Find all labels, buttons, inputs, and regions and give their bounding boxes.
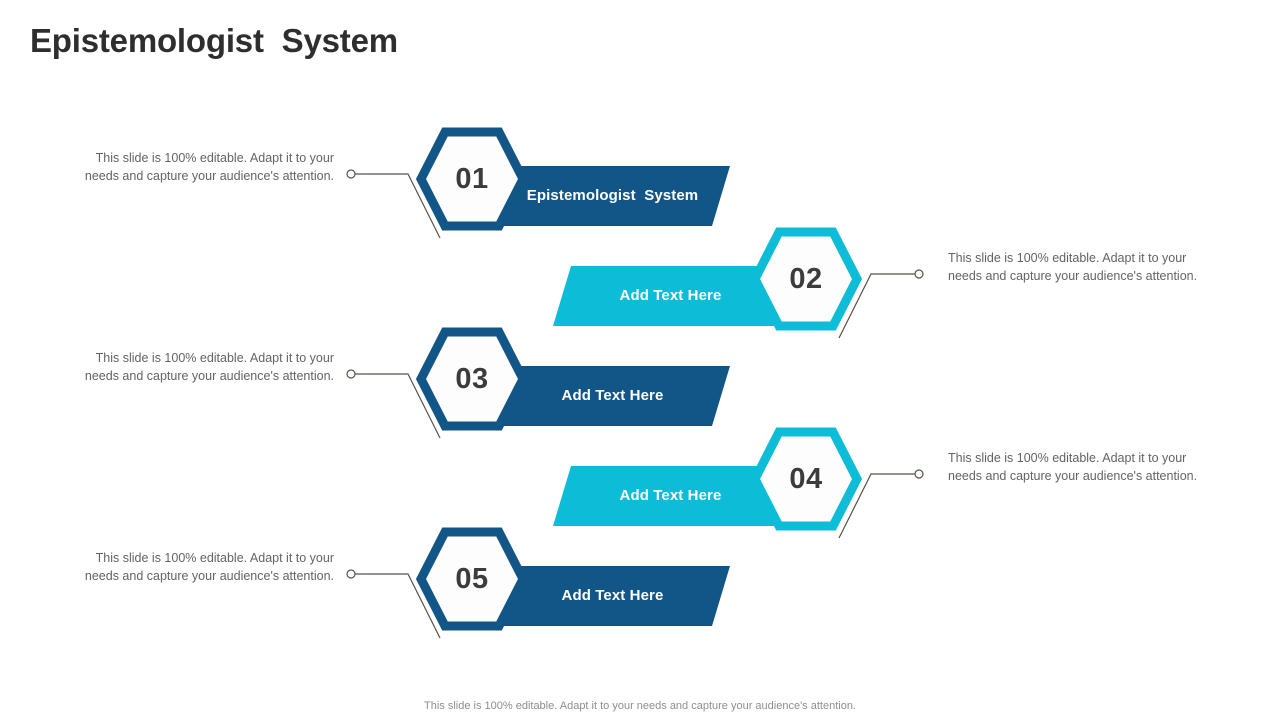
step-description-5: This slide is 100% editable. Adapt it to… xyxy=(84,551,334,583)
step-banner-label-3: Add Text Here xyxy=(561,387,664,404)
step-row-3[interactable]: This slide is 100% editable. Adapt it to… xyxy=(0,320,1280,439)
step-banner-2[interactable]: Add Text Here xyxy=(553,266,813,326)
step-banner-label-5: Add Text Here xyxy=(561,587,664,604)
footer-note: This slide is 100% editable. Adapt it to… xyxy=(424,700,856,712)
step-banner-4[interactable]: Add Text Here xyxy=(553,466,813,526)
step-row-4[interactable]: This slide is 100% editable. Adapt it to… xyxy=(0,420,1280,539)
step-description-2: This slide is 100% editable. Adapt it to… xyxy=(948,251,1198,283)
step-hexagon-3[interactable]: 03 xyxy=(415,327,529,431)
step-row-5[interactable]: This slide is 100% editable. Adapt it to… xyxy=(0,520,1280,639)
step-number-2: 02 xyxy=(789,262,823,295)
step-banner-label-1: Epistemologist System xyxy=(526,187,699,204)
step-description-1: This slide is 100% editable. Adapt it to… xyxy=(84,151,334,183)
step-hexagon-4[interactable]: 04 xyxy=(749,427,863,531)
step-row-2[interactable]: This slide is 100% editable. Adapt it to… xyxy=(0,220,1280,339)
step-number-5: 05 xyxy=(455,562,489,595)
step-banner-1[interactable]: Epistemologist System xyxy=(470,166,730,226)
step-number-1: 01 xyxy=(455,162,489,195)
step-number-4: 04 xyxy=(789,462,823,495)
step-hexagon-5[interactable]: 05 xyxy=(415,527,529,631)
step-row-1[interactable]: This slide is 100% editable. Adapt it to… xyxy=(0,120,1280,239)
step-hexagon-2[interactable]: 02 xyxy=(749,227,863,331)
step-banner-5[interactable]: Add Text Here xyxy=(470,566,730,626)
page-title: Epistemologist System xyxy=(30,22,398,59)
step-banner-label-2: Add Text Here xyxy=(619,287,722,304)
step-banner-label-4: Add Text Here xyxy=(619,487,722,504)
step-number-3: 03 xyxy=(455,362,489,395)
step-hexagon-1[interactable]: 01 xyxy=(415,127,529,231)
step-description-4: This slide is 100% editable. Adapt it to… xyxy=(948,451,1198,483)
step-description-3: This slide is 100% editable. Adapt it to… xyxy=(84,351,334,383)
step-banner-3[interactable]: Add Text Here xyxy=(470,366,730,426)
